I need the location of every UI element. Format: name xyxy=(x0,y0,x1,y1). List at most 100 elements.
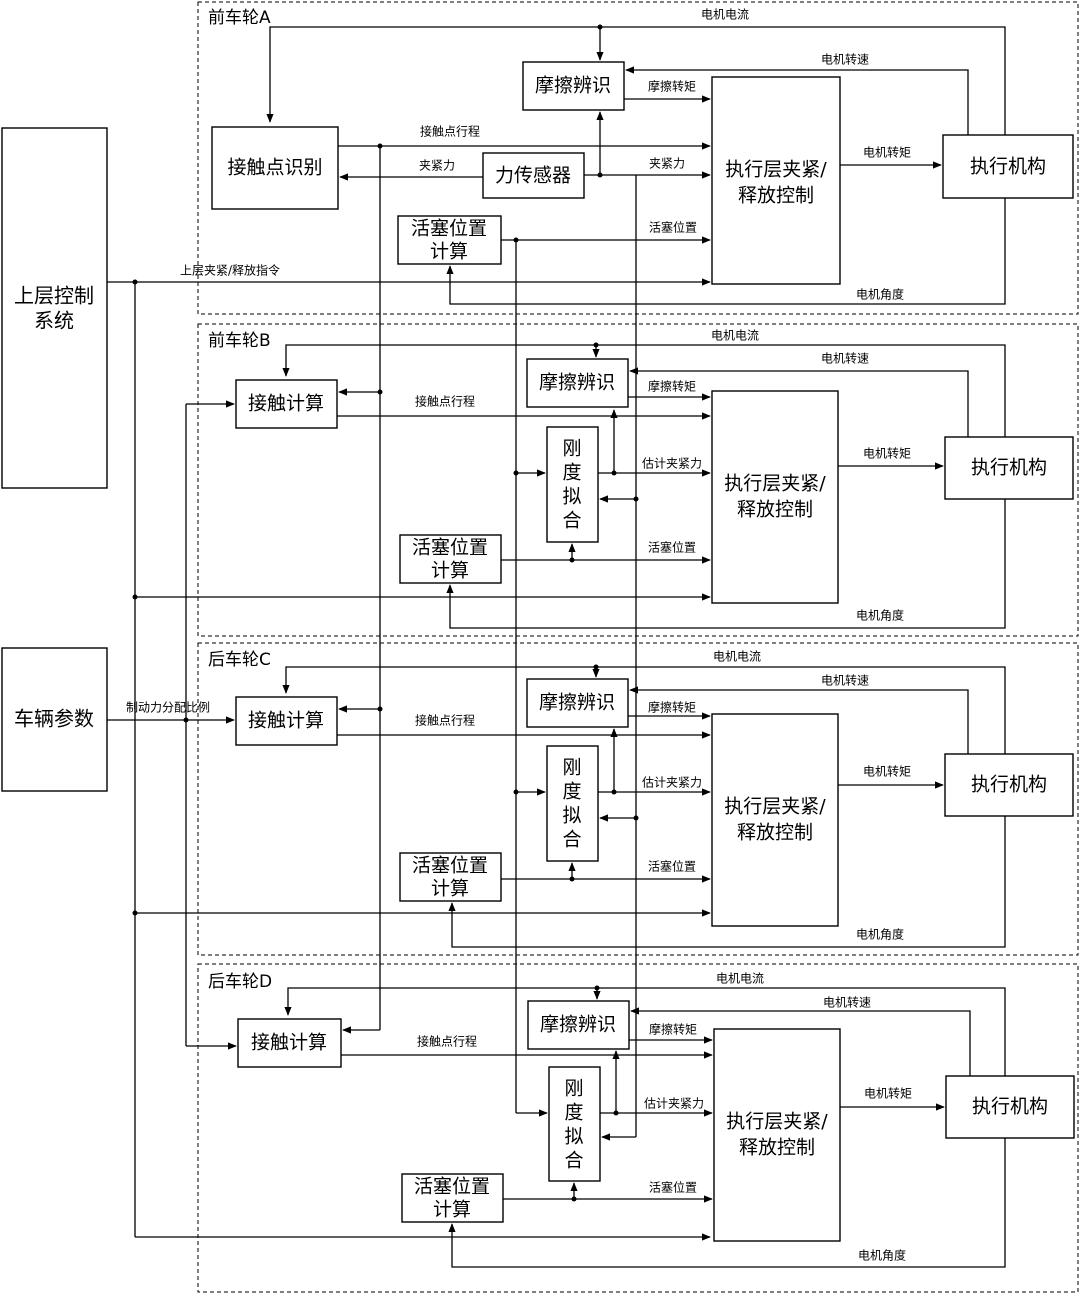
stiffness-fit-label-d-1: 刚 xyxy=(564,1078,583,1100)
friction-torque-label-d: 摩擦转矩 xyxy=(649,1022,697,1037)
friction-ident-box-a xyxy=(522,61,625,111)
friction-ident-box-c xyxy=(526,678,629,728)
piston-calc-box-d xyxy=(401,1173,504,1223)
motor-speed-label-a: 电机转速 xyxy=(821,52,869,67)
contact-calc-box-b xyxy=(235,379,338,429)
exec-ctrl-label-d-2: 释放控制 xyxy=(739,1137,815,1159)
piston-calc-label-a-1: 活塞位置 xyxy=(411,218,487,240)
stiffness-fit-label-d-4: 合 xyxy=(564,1150,583,1172)
piston-position-label-c: 活塞位置 xyxy=(648,859,696,874)
force-sensor-box xyxy=(482,152,585,199)
motor-current-label-c: 电机电流 xyxy=(713,650,761,664)
exec-ctrl-label-c-2: 释放控制 xyxy=(737,822,813,844)
panel-c-title: 后车轮C xyxy=(208,650,271,670)
clamp-force-label-left-a: 夹紧力 xyxy=(419,159,455,173)
piston-calc-label-b-1: 活塞位置 xyxy=(412,537,488,559)
contact-travel-label-c: 接触点行程 xyxy=(415,713,475,728)
friction-ident-label-d: 摩擦辨识 xyxy=(540,1014,616,1036)
piston-calc-label-d-2: 计算 xyxy=(433,1199,471,1221)
piston-position-label-a: 活塞位置 xyxy=(649,220,697,235)
friction-ident-box-d xyxy=(527,1000,630,1050)
junction-dot xyxy=(594,985,600,991)
friction-torque-label-c: 摩擦转矩 xyxy=(648,700,696,715)
stiffness-fit-label-b-3: 拟 xyxy=(562,486,581,508)
motor-angle-b xyxy=(446,499,1006,629)
motor-speed-b xyxy=(629,367,969,437)
motor-current-d xyxy=(284,987,1006,1076)
exec-ctrl-label-a-1: 执行层夹紧/ xyxy=(725,159,827,181)
junction-dot xyxy=(513,789,519,795)
upper-control-system-label-1: 上层控制 xyxy=(14,284,94,308)
stiffness-fit-label-d-2: 度 xyxy=(564,1102,583,1124)
motor-angle-label-b: 电机角度 xyxy=(856,608,904,623)
actuator-label-a: 执行机构 xyxy=(970,156,1046,178)
clamp-force-label-right-a: 夹紧力 xyxy=(649,157,685,171)
actuator-box-d xyxy=(945,1075,1075,1139)
contact-travel-label-a: 接触点行程 xyxy=(420,124,480,139)
est-clamp-force-label-d: 估计夹紧力 xyxy=(644,1097,704,1111)
motor-speed-a xyxy=(625,66,969,135)
piston-calc-label-b-2: 计算 xyxy=(431,560,469,582)
contact-calc-label-c: 接触计算 xyxy=(248,710,324,732)
stiffness-fit-label-b-1: 刚 xyxy=(562,438,581,460)
friction-ident-label-c: 摩擦辨识 xyxy=(539,692,615,714)
junction-dot xyxy=(613,1110,619,1116)
vehicle-params-label: 车辆参数 xyxy=(14,707,94,731)
motor-speed-d xyxy=(630,1007,971,1076)
ratio-label: 制动力分配比例 xyxy=(126,701,210,715)
junction-dot xyxy=(633,496,639,502)
junction-dot xyxy=(132,594,138,600)
junction-dot xyxy=(597,24,603,30)
exec-ctrl-box-a xyxy=(711,76,841,285)
actuator-box-a xyxy=(942,134,1074,199)
exec-ctrl-box-b xyxy=(711,390,839,604)
panel-b-title: 前车轮B xyxy=(208,331,271,351)
motor-angle-label-c: 电机角度 xyxy=(856,927,904,942)
friction-ident-box-b xyxy=(526,358,629,408)
motor-current-label-b: 电机电流 xyxy=(711,329,759,343)
stiffness-fit-label-d-3: 拟 xyxy=(564,1126,583,1148)
stiffness-fit-label-c-4: 合 xyxy=(562,829,581,851)
actuator-label-d: 执行机构 xyxy=(972,1096,1048,1118)
friction-ident-label-a: 摩擦辨识 xyxy=(535,75,611,97)
motor-torque-label-c: 电机转矩 xyxy=(863,764,911,779)
exec-ctrl-box-c xyxy=(711,713,839,927)
motor-angle-d xyxy=(448,1138,1006,1268)
contact-calc-label-b: 接触计算 xyxy=(248,393,324,415)
piston-calc-box-a xyxy=(397,215,502,265)
junction-dot xyxy=(611,789,617,795)
contact-ident-box xyxy=(211,126,339,210)
junction-dot xyxy=(597,172,603,178)
est-clamp-force-label-b: 估计夹紧力 xyxy=(642,457,702,471)
exec-ctrl-label-b-2: 释放控制 xyxy=(737,499,813,521)
exec-ctrl-label-a-2: 释放控制 xyxy=(738,185,814,207)
motor-torque-label-a: 电机转矩 xyxy=(863,145,911,160)
stiffness-fit-label-c-3: 拟 xyxy=(562,805,581,827)
motor-speed-label-c: 电机转速 xyxy=(821,673,869,688)
vehicle-params-box xyxy=(1,647,108,792)
panel-d xyxy=(197,963,1079,1293)
panel-b xyxy=(197,323,1079,637)
motor-angle-c xyxy=(448,816,1006,948)
motor-current-label-a: 电机电流 xyxy=(701,8,749,22)
actuator-label-c: 执行机构 xyxy=(971,774,1047,796)
friction-torque-label-b: 摩擦转矩 xyxy=(648,379,696,394)
actuator-label-b: 执行机构 xyxy=(971,457,1047,479)
junction-dot xyxy=(377,143,383,149)
exec-ctrl-box-d xyxy=(713,1028,841,1242)
junction-dot xyxy=(593,342,599,348)
motor-speed-c xyxy=(629,686,969,754)
stiffness-fit-box-b xyxy=(546,426,599,543)
stiffness-fit-box-d xyxy=(548,1066,601,1182)
junction-dot xyxy=(611,470,617,476)
friction-ident-label-b: 摩擦辨识 xyxy=(539,372,615,394)
friction-torque-label-a: 摩擦转矩 xyxy=(648,79,696,94)
stiffness-fit-label-c-1: 刚 xyxy=(562,757,581,779)
force-sensor-label: 力传感器 xyxy=(495,165,571,187)
junction-dot xyxy=(513,470,519,476)
contact-calc-box-d xyxy=(237,1018,342,1068)
panel-d-title: 后车轮D xyxy=(208,972,272,992)
stiffness-fit-label-b-4: 合 xyxy=(562,510,581,532)
motor-speed-label-b: 电机转速 xyxy=(821,351,869,366)
piston-calc-box-b xyxy=(399,534,502,584)
